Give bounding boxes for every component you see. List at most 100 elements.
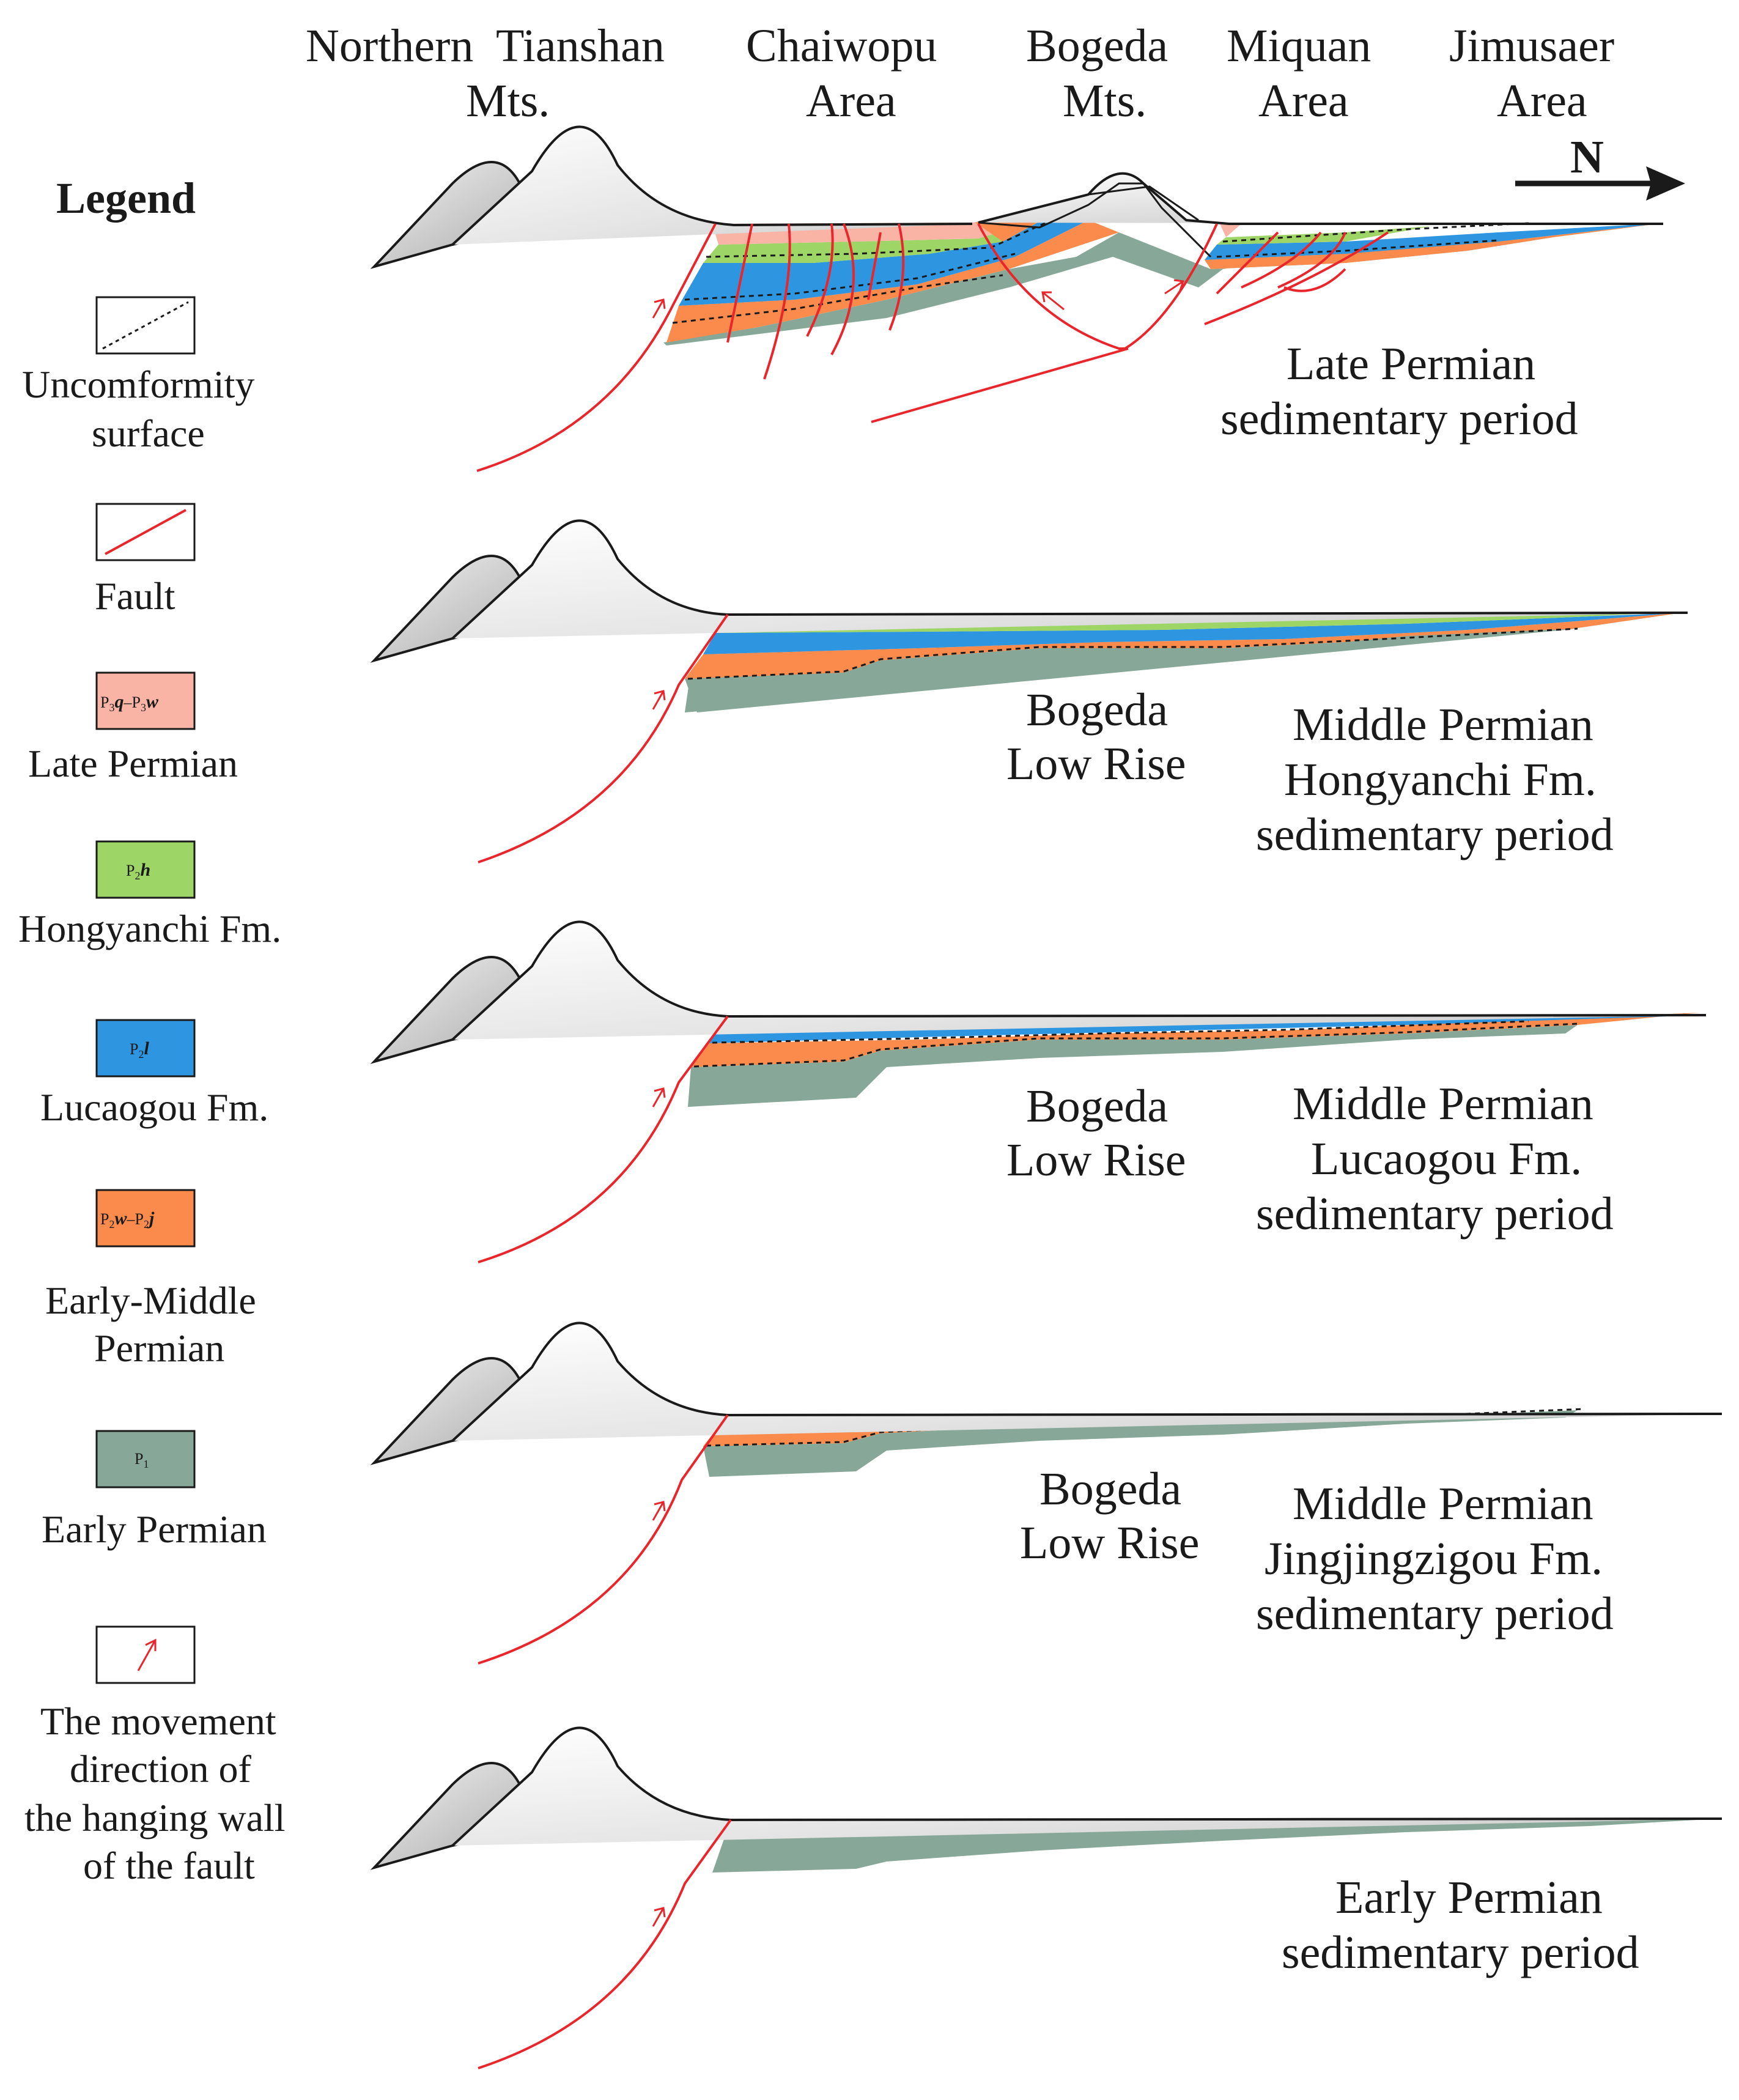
early-permian-layer <box>685 630 1565 712</box>
panel-jingjingzigou-period: Bogeda Low Rise Middle Permian Jingjingz… <box>370 1322 1722 1665</box>
early-middle-permian-layer <box>691 1013 1700 1067</box>
faults <box>476 223 1389 472</box>
label-jimusaer-line1: Jimusaer <box>1449 20 1614 72</box>
front-peak <box>451 1726 1722 1847</box>
fault <box>1216 231 1279 295</box>
period-label-line2: sedimentary period <box>1282 1927 1639 1978</box>
legend-item-unconformity: Uncomformity surface <box>22 296 254 455</box>
legend-label: the hanging wall <box>24 1796 286 1839</box>
bogeda-mountain <box>978 172 1663 258</box>
fault-movement-arrows <box>652 1907 666 1927</box>
period-label-line2: Lucaogou Fm. <box>1311 1133 1582 1185</box>
period-label-line2: sedimentary period <box>1220 393 1578 445</box>
label-jimusaer-line2: Area <box>1497 75 1587 127</box>
legend-item-hongyanchi: P2h Hongyanchi Fm. <box>18 840 281 950</box>
northern-tianshan-mountains <box>370 1322 1722 1465</box>
label-miquan-line2: Area <box>1258 75 1349 127</box>
rise-label-line2: Low Rise <box>1006 738 1186 789</box>
legend-title: Legend <box>56 174 196 223</box>
legend-label: direction of <box>70 1747 251 1791</box>
fault <box>1241 231 1322 289</box>
northern-tianshan-mountains <box>370 519 1688 663</box>
legend-label: Permian <box>94 1326 224 1370</box>
legend-label: of the fault <box>83 1844 255 1887</box>
faults <box>478 1819 732 2069</box>
rise-label-line1: Bogeda <box>1039 1463 1181 1515</box>
rise-label-line1: Bogeda <box>1026 1081 1168 1132</box>
label-bogeda-line2: Mts. <box>1063 75 1146 127</box>
early-middle-permian-layer <box>685 613 1682 679</box>
main-fault <box>478 1414 729 1665</box>
fault <box>1283 268 1346 292</box>
unconformity-lines <box>672 219 1529 324</box>
label-miquan-line1: Miquan <box>1227 20 1371 72</box>
period-label-line1: Middle Permian <box>1293 699 1593 750</box>
bogeda-fault-south <box>977 223 1218 350</box>
faults <box>478 613 729 863</box>
movement-arrow-icon <box>137 1638 157 1671</box>
legend-item-early-permian: P1 Early Permian <box>42 1430 267 1551</box>
fault-movement-arrows <box>652 1501 666 1521</box>
period-label-line1: Late Permian <box>1287 338 1535 390</box>
panel-late-permian-period: Late Permian sedimentary period <box>370 125 1663 472</box>
period-label-line3: sedimentary period <box>1256 809 1614 860</box>
label-northern-tianshan-line2: Mts. <box>466 75 550 127</box>
late-permian-layer <box>712 194 1241 245</box>
legend-item-movement-direction: The movement direction of the hanging wa… <box>24 1625 286 1887</box>
period-label-line2: Hongyanchi Fm. <box>1284 754 1597 805</box>
legend-item-lucaogou: P2l Lucaogou Fm. <box>40 1019 268 1129</box>
northern-tianshan-mountains <box>370 920 1707 1064</box>
label-northern-tianshan-line1: Northern Tianshan <box>306 20 665 72</box>
bogeda-thrust <box>871 347 1129 423</box>
unconformity-lines <box>693 1020 1578 1068</box>
movement-swatch <box>95 1625 196 1684</box>
main-fault <box>478 1015 729 1263</box>
front-peak <box>451 920 1707 1041</box>
fault <box>1204 231 1389 325</box>
bogeda-peak <box>978 172 1663 225</box>
late-permian-code: P3q–P3w <box>100 692 159 714</box>
fault <box>867 232 882 300</box>
unconformity-lines <box>687 627 1578 680</box>
label-chaiwopu-line1: Chaiwopu <box>746 20 937 72</box>
legend-label: Late Permian <box>28 742 238 785</box>
front-peak <box>451 125 973 246</box>
faults <box>478 1015 729 1263</box>
lucaogou-layer <box>703 613 1682 654</box>
unconformity-swatch <box>95 296 196 355</box>
northern-tianshan-mountains <box>370 1726 1722 1870</box>
legend-label: Hongyanchi Fm. <box>18 907 281 950</box>
top-labels: Northern Tianshan Mts. Chaiwopu Area Bog… <box>306 20 1685 201</box>
late-permian-swatch <box>95 671 196 730</box>
main-fault <box>476 223 717 472</box>
legend-label: Early-Middle <box>45 1279 256 1322</box>
north-arrow-icon <box>1515 166 1685 201</box>
fault-movement-arrows <box>652 690 666 710</box>
legend-label: Early Permian <box>42 1507 267 1551</box>
early-middle-permian-layer <box>666 220 1663 342</box>
fault-movement-arrows <box>652 279 1184 319</box>
panel-early-permian-period: Early Permian sedimentary period <box>370 1726 1722 2069</box>
front-peak <box>451 519 1688 640</box>
early-permian-swatch <box>95 1430 196 1488</box>
legend-label: Uncomformity <box>22 363 254 406</box>
early-permian-layer <box>688 1025 1578 1107</box>
legend: Legend Uncomformity surface Fault P3q–P3… <box>18 174 286 1887</box>
north-arrow-label: N <box>1570 131 1604 183</box>
rise-label-line1: Bogeda <box>1026 684 1168 736</box>
legend-label: surface <box>92 412 205 455</box>
early-permian-cover <box>685 629 1578 712</box>
early-middle-permian-swatch <box>95 1189 196 1248</box>
period-label-line1: Middle Permian <box>1293 1478 1593 1529</box>
legend-item-fault: Fault <box>95 503 196 618</box>
front-peak <box>451 1322 1722 1442</box>
fault <box>830 223 855 355</box>
panel-lucaogou-period: Bogeda Low Rise Middle Permian Lucaogou … <box>370 920 1707 1263</box>
fault <box>888 223 905 331</box>
period-label-line2: Jingjingzigou Fm. <box>1265 1533 1603 1584</box>
legend-label: Lucaogou Fm. <box>40 1085 268 1129</box>
period-label-line1: Middle Permian <box>1293 1078 1593 1129</box>
northern-tianshan-mountains <box>370 125 973 269</box>
label-chaiwopu-line2: Area <box>806 75 896 127</box>
